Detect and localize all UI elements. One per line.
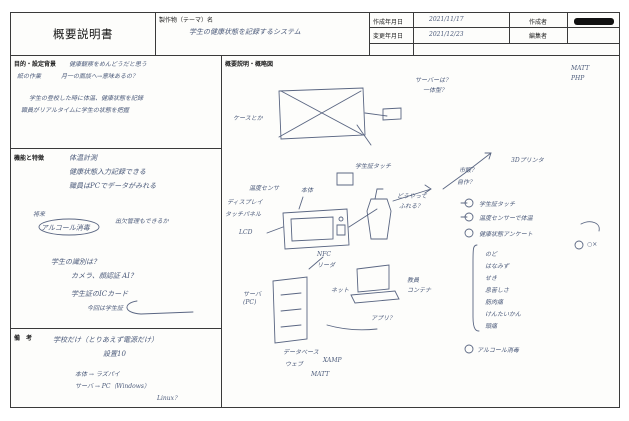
overview-note: ケースとか [233,115,263,122]
card-reader-sketch [336,172,354,186]
overview-note: リーダ [317,262,336,269]
overview-note: サーバーは？ [415,77,451,84]
theme-divider [369,13,370,55]
overview-note: ウェブ [285,361,304,368]
feature-note: 健康状態入力記録できる [69,168,146,176]
remark-note: 設置10 [103,350,126,358]
date-row-divider-2 [369,43,619,44]
sanitizer-bottle-sketch [366,198,392,240]
device-screen-sketch [290,216,334,242]
overview-note: 頭痛 [485,323,498,330]
header-divider [11,55,619,56]
author-label: 作成者 [529,19,548,26]
overview-note: 温度センサ [249,185,280,192]
date-label-divider [413,13,414,55]
overview-note: 自作？ [457,179,476,186]
overview-note: XAMP [323,357,342,364]
modified-date-label: 変更年月日 [373,33,404,40]
theme-value: 学生の健康状態を記録するシステム [189,28,301,36]
feature-note: 出欠管理もできるか [115,218,169,225]
overview-note: MATT [571,65,590,72]
purpose-note: 職員がリアルタイムに学生の状態を把握 [21,107,129,114]
laptop-sketch [356,264,390,293]
column-divider [221,55,222,407]
server-tower-sketch [272,276,308,344]
bottom-divider [11,407,619,408]
overview-sheet: 概要説明書 製作物（テーマ）名 学生の健康状態を記録するシステム 作成年月日 2… [10,12,620,408]
modified-date-value: 2021/12/23 [429,31,464,38]
overview-note: 教員 [407,277,420,284]
overview-note: コンテナ [407,287,432,294]
notes-section-label: 備 考 [14,335,33,342]
title-divider [155,13,156,55]
purpose-note: 月一の面談へ→意味あるの？ [61,73,139,80]
document-title: 概要説明書 [53,27,113,41]
overview-note: データベース [283,349,319,356]
date-value-divider [509,13,510,43]
overview-note: NFC [317,251,332,258]
main-device-sketch [282,208,350,250]
editor-label: 編集者 [529,33,548,40]
small-box-sketch [382,107,402,121]
overview-note: はなみず [485,263,510,270]
purpose-note: 健康観察をめんどうだと思う [69,61,147,68]
remark-note: 学校だけ（とりあえず電源だけ） [53,336,158,344]
overview-note: 学生証タッチ [479,201,516,208]
overview-note: 筋肉痛 [485,299,504,306]
feature-note: 学生証のICカード [71,290,129,298]
overview-note: のど [485,251,498,258]
purpose-note: 紙の作業 [17,73,42,80]
overview-note: サーバ [243,291,261,298]
feature-note: 学生の識別は？ [51,258,100,266]
overview-note: 一体型？ [423,87,448,94]
overview-note: ディスプレイ [227,199,263,206]
author-label-divider [567,13,568,43]
feature-note: カメラ、顔認証 AI？ [71,272,137,280]
created-date-value: 2021/11/17 [429,16,464,23]
overview-note: どうやって [397,193,427,200]
feature-note: アルコール消毒 [41,224,90,232]
overview-note: 市販？ [459,167,478,174]
feature-note: 体温計測 [69,154,97,162]
enclosure-cross [278,90,364,138]
features-section-label: 機能と特徴 [14,155,45,162]
feature-note: 将来 [33,211,46,218]
overview-note: 本体 [301,187,314,194]
theme-label: 製作物（テーマ）名 [159,17,214,24]
overview-note: アルコール消毒 [477,347,519,354]
system-sketch [38,87,600,354]
overview-note: せき [485,275,498,282]
overview-note: PHP [571,75,585,82]
overview-note: MATT [311,371,330,378]
overview-note: (PC) [243,299,257,306]
created-date-label: 作成年月日 [373,19,404,26]
overview-section-label: 概要説明・概略図 [225,61,274,68]
purpose-section-label: 目的・設定背景 [14,61,57,68]
overview-note: けんたいかん [485,311,522,318]
purpose-divider [11,148,221,149]
redacted-author-name [574,18,614,25]
overview-note: 学生証タッチ [355,163,392,170]
feature-note: 職員はPCでデータがみれる [69,182,157,190]
remark-note: サーバ → PC（Windows） [75,383,150,390]
feature-note: 今回は学生証 [87,305,124,312]
enclosure-sketch [278,87,366,140]
overview-note: アプリ？ [371,315,396,322]
remark-note: Linux？ [157,395,181,402]
overview-note: 息苦しさ [485,287,510,294]
date-row-divider [369,27,619,28]
remark-note: 本体 → ラズパイ [75,371,120,378]
overview-note: タッチパネル [225,211,262,218]
overview-note: ネット [331,287,350,294]
overview-note: ふれる？ [399,203,424,210]
overview-note: ○× [587,241,598,248]
overview-note: 3Dプリンタ [511,157,544,164]
features-divider [11,328,221,329]
overview-note: 温度センサーで体温 [479,215,533,222]
purpose-note: 学生の登校した時に体温、健康状態を記録 [29,95,144,102]
overview-note: LCD [239,229,253,236]
overview-note: 健康状態アンケート [479,231,533,238]
